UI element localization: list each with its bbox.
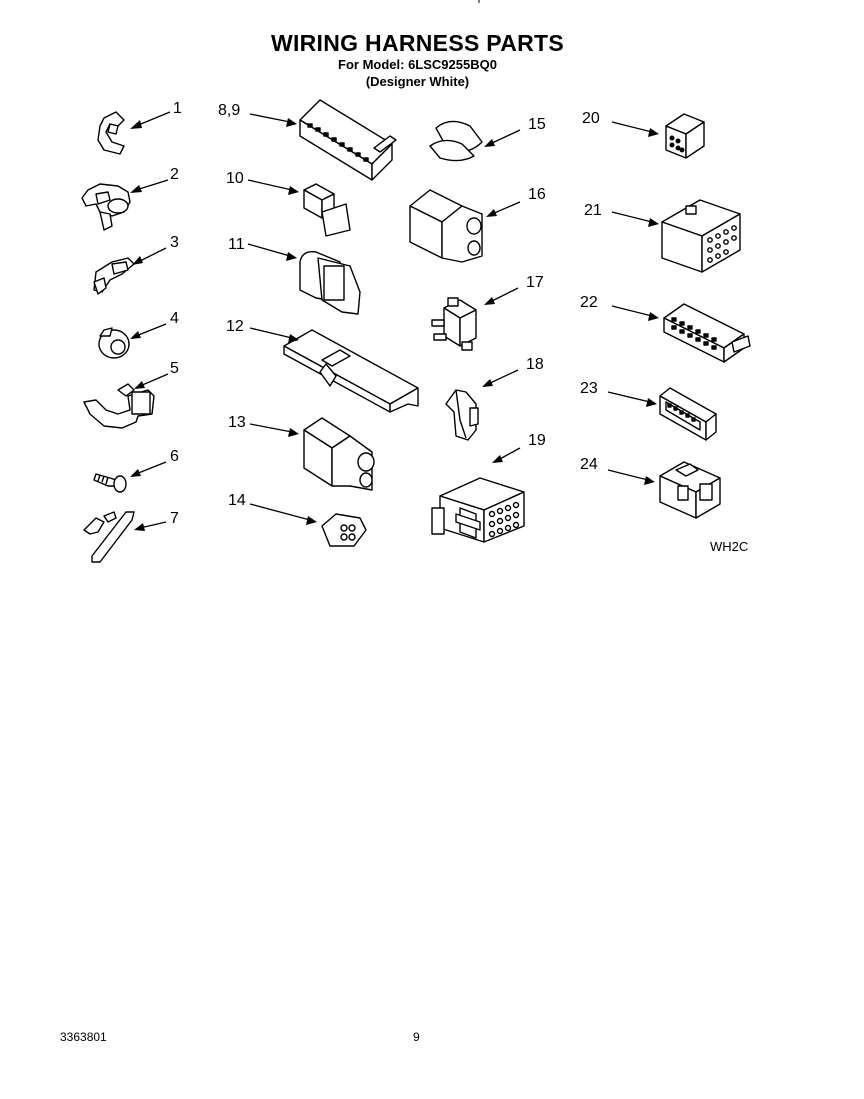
arrow-16 (491, 201, 521, 215)
arrow-20 (611, 121, 653, 133)
part-17-block (431, 297, 477, 351)
part-10-connector (303, 183, 351, 237)
part-14-plug (321, 513, 367, 547)
arrow-22-head (648, 312, 659, 321)
arrow-15-head (484, 139, 495, 147)
arrow-11 (247, 243, 291, 257)
label-part-3: 3 (170, 234, 179, 251)
arrow-12 (249, 327, 293, 339)
label-part-14: 14 (228, 492, 246, 509)
arrow-11-head (286, 252, 297, 261)
arrow-18-head (482, 379, 493, 387)
label-part-10: 10 (226, 170, 244, 187)
arrow-19 (497, 447, 521, 461)
arrow-14 (249, 503, 311, 521)
arrow-6 (135, 461, 167, 475)
part-2-clamp (81, 183, 131, 231)
arrow-8-9-head (286, 118, 297, 127)
arrow-17 (489, 287, 519, 303)
label-part-17: 17 (526, 274, 544, 291)
arrow-24 (607, 469, 649, 481)
label-part-21: 21 (584, 202, 602, 219)
arrow-14-head (306, 516, 317, 525)
label-part-19: 19 (528, 432, 546, 449)
arrow-5 (139, 373, 169, 387)
arrow-22 (611, 305, 653, 317)
arrow-7-head (134, 523, 145, 531)
arrow-6-head (130, 469, 141, 477)
arrow-2-head (130, 185, 142, 193)
arrow-21-head (648, 218, 659, 227)
model-line: For Model: 6LSC9255BQ0 (338, 57, 497, 72)
label-part-11: 11 (228, 236, 245, 253)
part-11-connector (299, 251, 361, 315)
arrow-4 (135, 323, 167, 337)
arrow-4-head (130, 331, 141, 339)
part-7-strip (83, 511, 135, 563)
document-number: 3363801 (60, 1030, 107, 1044)
arrow-19-head (492, 455, 503, 463)
arrow-18 (487, 369, 519, 385)
arrow-8-9 (249, 113, 291, 123)
part-13-connector (303, 417, 375, 491)
part-4-grommet (98, 327, 130, 359)
label-part-7: 7 (170, 510, 179, 527)
arrow-16-head (486, 209, 497, 217)
arrow-12-head (288, 334, 299, 343)
arrow-10 (247, 179, 293, 191)
arrow-1-head (130, 120, 142, 129)
arrow-15 (489, 129, 521, 145)
part-22-housing (663, 303, 751, 363)
part-5-bracket (83, 383, 155, 429)
part-23-connector (659, 387, 717, 441)
arrow-3-head (132, 256, 143, 265)
label-part-15: 15 (528, 116, 546, 133)
page-number: 9 (413, 1030, 420, 1044)
part-18-latch (445, 389, 479, 441)
label-part-2: 2 (170, 166, 179, 183)
arrow-7 (139, 521, 167, 529)
label-part-5: 5 (170, 360, 179, 377)
label-part-18: 18 (526, 356, 544, 373)
label-part-8-9: 8,9 (218, 102, 241, 119)
arrow-5-head (134, 381, 145, 389)
part-15-sleeve (429, 120, 483, 162)
part-20-cube (665, 113, 705, 159)
label-part-24: 24 (580, 456, 598, 473)
label-part-1: 1 (173, 100, 182, 117)
arrow-3 (137, 247, 167, 263)
part-1-clip (97, 111, 125, 155)
part-24-block (659, 461, 721, 519)
diagram-code: WH2C (710, 539, 749, 554)
label-part-13: 13 (228, 414, 246, 431)
part-12-rail (283, 329, 419, 413)
part-3-terminal (93, 257, 135, 295)
part-8-9-housing (299, 99, 397, 181)
arrow-13 (249, 423, 293, 433)
part-19-plug (431, 477, 525, 543)
arrow-10-head (288, 186, 299, 195)
arrow-23-head (646, 398, 657, 407)
part-16-connector (409, 189, 483, 263)
page-title: WIRING HARNESS PARTS (270, 30, 565, 56)
label-part-4: 4 (170, 310, 179, 327)
arrow-23 (607, 391, 651, 403)
arrow-24-head (644, 476, 655, 485)
part-21-box (661, 199, 741, 273)
label-part-23: 23 (580, 380, 598, 397)
label-part-20: 20 (582, 110, 600, 127)
label-part-16: 16 (528, 186, 546, 203)
arrow-21 (611, 211, 653, 223)
part-6-screw (93, 473, 127, 493)
arrow-2 (135, 179, 169, 191)
label-part-6: 6 (170, 448, 179, 465)
variant-line: (Designer White) (365, 74, 470, 89)
label-part-12: 12 (226, 318, 244, 335)
arrow-20-head (648, 128, 659, 137)
arrow-13-head (288, 428, 299, 437)
arrow-17-head (484, 297, 495, 305)
label-part-22: 22 (580, 294, 598, 311)
arrow-1 (135, 111, 171, 127)
